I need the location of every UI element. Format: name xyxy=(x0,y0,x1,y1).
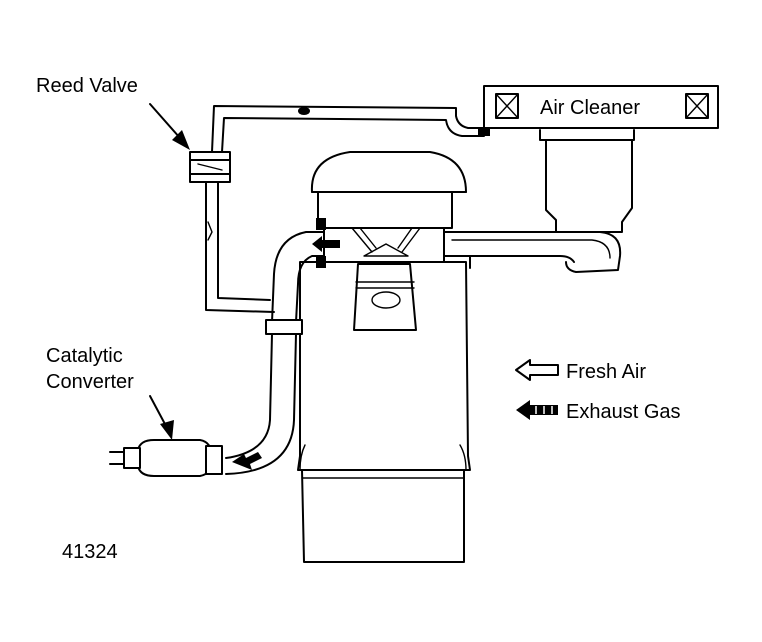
catalytic-label-line1: Catalytic xyxy=(46,345,123,367)
catalytic-converter xyxy=(109,439,223,477)
legend: Fresh Air Exhaust Gas xyxy=(515,359,681,423)
piston xyxy=(351,227,421,331)
reed-valve-label: Reed Valve xyxy=(36,75,138,97)
exhaust-gas-label: Exhaust Gas xyxy=(566,401,681,423)
exhaust-manifold xyxy=(225,218,326,475)
reed-valve-leader-arrow xyxy=(149,103,190,150)
air-supply-hose xyxy=(211,105,490,153)
catalytic-label-line2: Converter xyxy=(46,371,134,393)
reed-valve xyxy=(189,151,231,183)
hatched-arrow-left-icon xyxy=(516,400,558,420)
x-box-icon xyxy=(495,93,519,119)
fresh-air-label: Fresh Air xyxy=(566,361,646,383)
intake-manifold xyxy=(443,231,622,273)
x-box-icon xyxy=(685,93,709,119)
engine-block xyxy=(297,261,471,563)
air-cleaner-label: Air Cleaner xyxy=(540,97,640,119)
hollow-arrow-left-icon xyxy=(515,359,559,381)
catalytic-converter-leader-arrow xyxy=(149,395,174,440)
reed-to-exhaust-hose xyxy=(205,181,275,313)
hatched-arrow-left-icon xyxy=(232,452,262,470)
air-cleaner: Air Cleaner xyxy=(483,85,719,233)
figure-number: 41324 xyxy=(62,541,118,563)
hatched-arrow-left-icon xyxy=(312,236,340,252)
